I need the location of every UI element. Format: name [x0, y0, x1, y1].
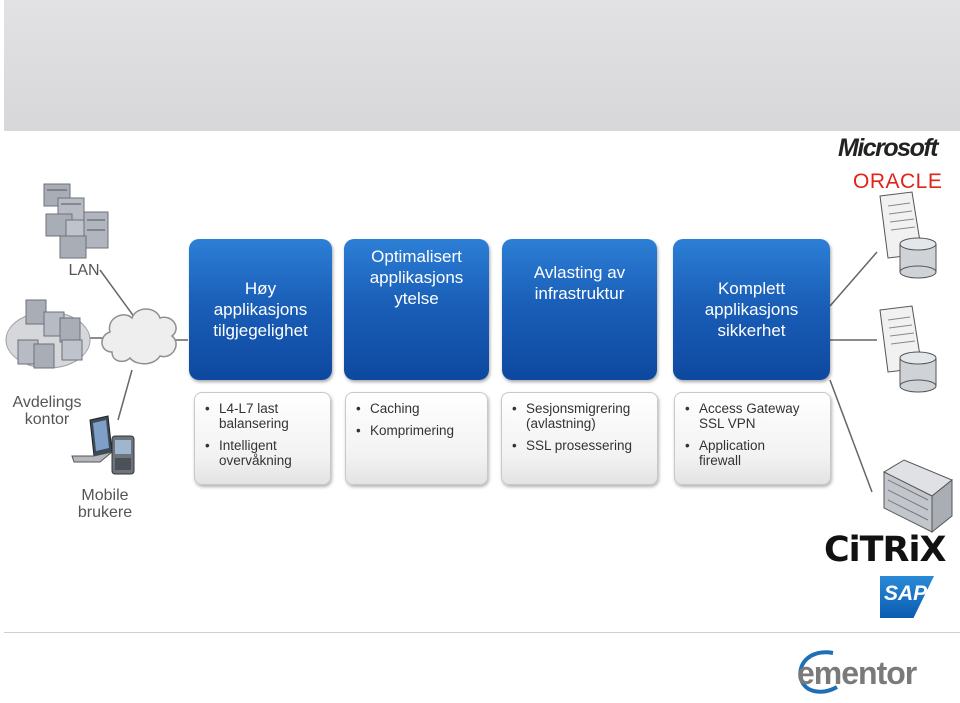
branch-office-icon	[5, 299, 91, 369]
handheld-icon	[111, 435, 135, 475]
feature-details-security: Access Gateway SSL VPN Application firew…	[674, 392, 831, 485]
slide-title-bar	[4, 0, 960, 131]
feature-details-performance: Caching Komprimering	[345, 392, 488, 485]
feature-title: Høy applikasjons tilgjegelighet	[213, 279, 308, 340]
feature-bullet: Intelligent overvåkning	[205, 438, 324, 468]
feature-title: Komplett applikasjons sikkerhet	[704, 279, 799, 340]
feature-bullet: Caching	[356, 401, 481, 416]
feature-bullet: Application firewall	[685, 438, 824, 468]
citrix-logo: CiTRiX	[824, 530, 946, 570]
feature-box-availability: Høy applikasjons tilgjegelighet	[189, 239, 332, 380]
lan-label: LAN	[68, 262, 100, 279]
oracle-logo: ORACLE	[853, 170, 943, 193]
feature-details-offload: Sesjonsmigrering (avlastning) SSL proses…	[501, 392, 658, 485]
lan-to-cloud-line	[99, 269, 136, 319]
cloud-icon	[101, 308, 177, 365]
feature-title: Optimalisert applikasjons ytelse	[369, 247, 464, 308]
feature-box-security: Komplett applikasjons sikkerhet	[673, 239, 830, 380]
feature-bullet: Sesjonsmigrering (avlastning)	[512, 401, 651, 431]
application-server-icon	[882, 459, 953, 534]
feature-box-offload: Avlasting av infrastruktur	[502, 239, 657, 380]
database-server-icon	[879, 191, 937, 279]
branch-office-label: Avdelings kontor	[12, 394, 82, 428]
ementor-swoosh-icon	[798, 650, 838, 694]
server-rack-icon	[43, 183, 109, 259]
mobile-users-label: Mobile brukere	[77, 487, 133, 521]
mobile-to-cloud-line	[117, 369, 133, 421]
feature-bullet: Komprimering	[356, 423, 481, 438]
feature-details-availability: L4-L7 last balansering Intelligent overv…	[194, 392, 331, 485]
feature-bullet: Access Gateway SSL VPN	[685, 401, 824, 431]
adc-to-appserver-line	[829, 379, 873, 493]
sap-logo-text: SAP	[884, 582, 928, 605]
ementor-logo-text: ementor	[797, 655, 917, 691]
database-server-icon	[879, 305, 937, 393]
laptop-icon	[71, 415, 113, 463]
feature-title: Avlasting av infrastruktur	[533, 262, 626, 303]
microsoft-logo: Microsoft	[838, 134, 939, 162]
adc-to-server1-line	[829, 251, 878, 307]
footer-divider	[4, 632, 960, 633]
ementor-logo: ementor	[793, 645, 923, 697]
feature-bullet: L4-L7 last balansering	[205, 401, 324, 431]
feature-box-performance: Optimalisert applikasjons ytelse	[344, 239, 489, 380]
feature-bullet: SSL prosessering	[512, 438, 651, 453]
